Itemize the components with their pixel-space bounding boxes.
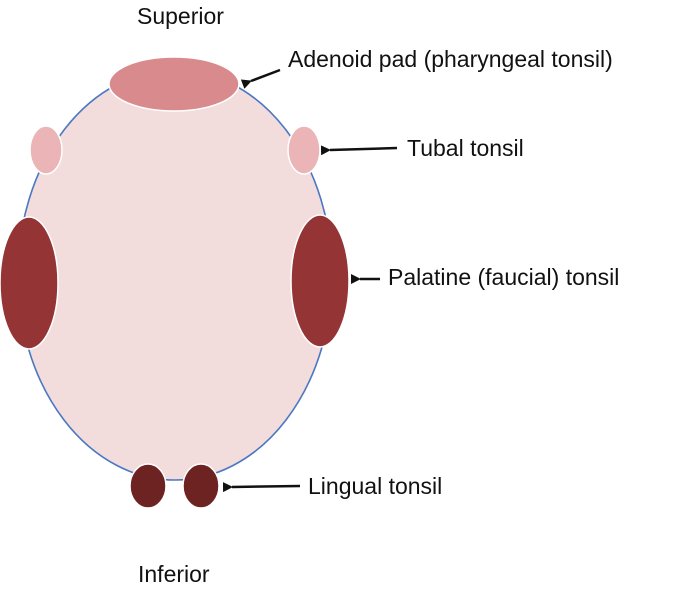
inferior-label: Inferior xyxy=(138,561,210,587)
lingual-tonsil-left-shape xyxy=(129,463,167,509)
lingual-tonsil-label: Lingual tonsil xyxy=(308,473,443,499)
tubal-arrow xyxy=(320,145,398,156)
palatine-tonsil-right-shape xyxy=(290,214,350,348)
pharynx-outline xyxy=(17,69,333,481)
adenoid-pad-label: Adenoid pad (pharyngeal tonsil) xyxy=(288,46,613,72)
adenoid-pad-shape xyxy=(108,56,240,112)
palatine-tonsil-label: Palatine (faucial) tonsil xyxy=(388,264,620,290)
tubal-tonsil-left-shape xyxy=(29,125,63,175)
palatine-tonsil-left-shape xyxy=(0,216,59,350)
tubal-tonsil-right-shape xyxy=(287,125,321,175)
lingual-arrow xyxy=(222,482,301,493)
adenoid-arrow xyxy=(240,68,281,89)
lingual-tonsil-right-shape xyxy=(182,463,220,509)
superior-label: Superior xyxy=(137,3,224,29)
tubal-tonsil-label: Tubal tonsil xyxy=(407,135,524,161)
